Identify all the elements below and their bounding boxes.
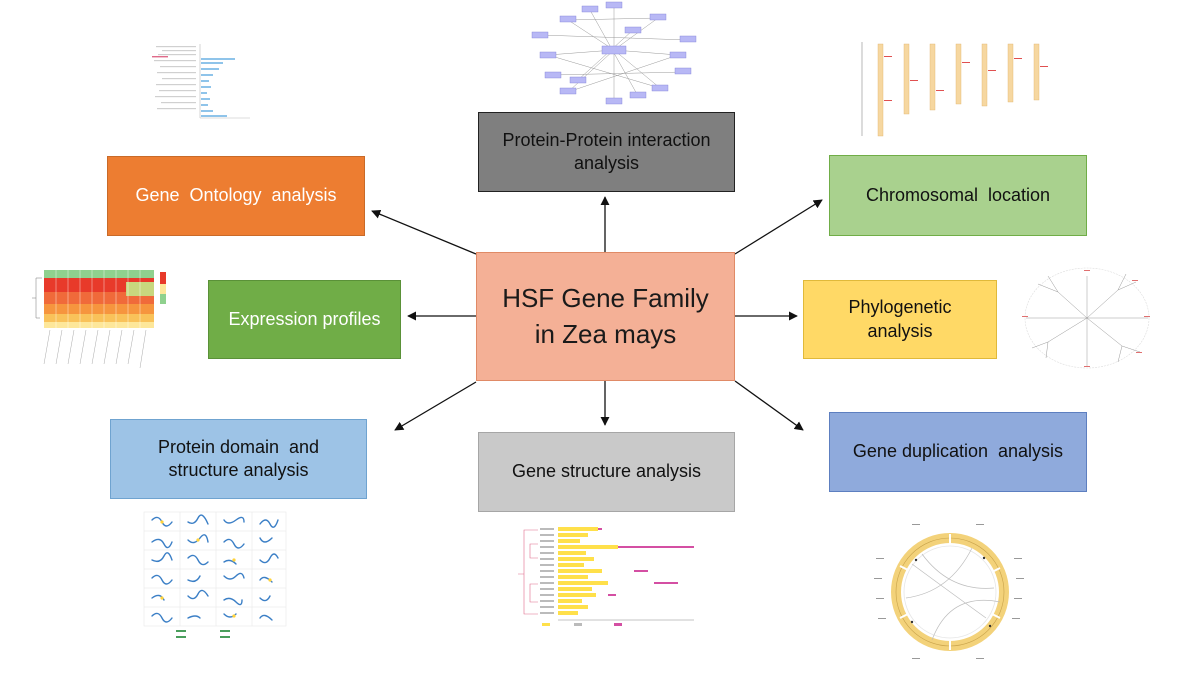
chromosomal-label: Chromosomal location bbox=[865, 184, 1051, 205]
center-hsf-gene-family-box: HSF Gene Family in Zea mays bbox=[476, 252, 735, 381]
protein-domain-structure-box: Protein domain and structure analysis bbox=[110, 419, 367, 499]
center-title-line1: HSF Gene Family bbox=[502, 283, 709, 314]
expression-heatmap-thumbnail bbox=[32, 270, 166, 369]
gene-structure-label: Gene structure analysis bbox=[511, 461, 702, 482]
gene-ontology-box: Gene Ontology analysis bbox=[107, 156, 365, 236]
chromosomal-location-box: Chromosomal location bbox=[829, 155, 1087, 236]
arrow-to-gene-ontology bbox=[371, 209, 477, 255]
gene-duplication-label: Gene duplication analysis bbox=[852, 441, 1064, 462]
pdom-label-line2: structure analysis bbox=[168, 460, 309, 480]
phylogenetic-analysis-box: Phylogenetic analysis bbox=[803, 280, 997, 359]
expression-profiles-box: Expression profiles bbox=[208, 280, 401, 359]
arrow-to-gene-duplication bbox=[734, 380, 804, 431]
protein-structures-thumbnail bbox=[143, 511, 287, 638]
ppi-label-line1: Protein-Protein interaction bbox=[502, 129, 711, 150]
gene-structure-box: Gene structure analysis bbox=[478, 432, 735, 512]
phylo-label-line2: analysis bbox=[867, 320, 933, 341]
phylogenetic-tree-thumbnail bbox=[1022, 267, 1150, 369]
arrow-to-chromosomal bbox=[734, 199, 823, 255]
expression-label: Expression profiles bbox=[228, 308, 381, 329]
gene-ontology-thumbnail bbox=[152, 44, 250, 119]
gene-ontology-label: Gene Ontology analysis bbox=[135, 185, 337, 206]
center-title-line2: in Zea mays bbox=[534, 318, 677, 349]
ppi-network-thumbnail bbox=[531, 1, 697, 105]
gene-duplication-circos-thumbnail bbox=[874, 524, 1024, 659]
pdom-label-line1: Protein domain and bbox=[157, 436, 320, 457]
chromosome-map-thumbnail bbox=[861, 42, 1048, 137]
gene-duplication-box: Gene duplication analysis bbox=[829, 412, 1087, 492]
arrow-to-protein-domain bbox=[394, 381, 477, 431]
ppi-label-line2: analysis bbox=[573, 153, 639, 173]
protein-protein-interaction-box: Protein-Protein interaction analysis bbox=[478, 112, 735, 192]
phylo-label-line1: Phylogenetic bbox=[848, 297, 952, 318]
gene-structure-thumbnail bbox=[518, 527, 694, 626]
